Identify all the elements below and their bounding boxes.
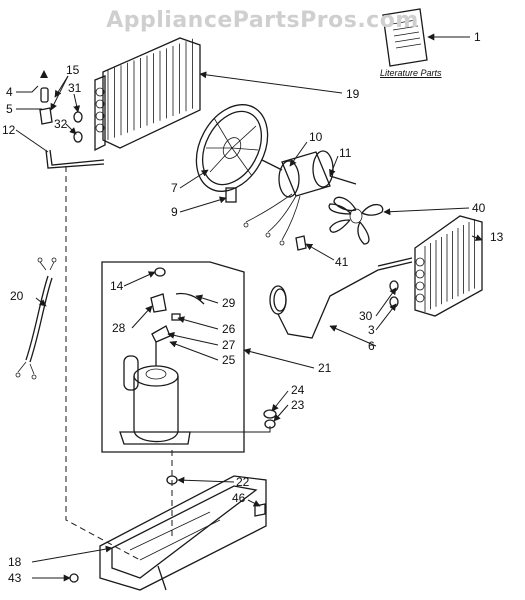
callout-6: 6 <box>368 339 375 353</box>
condenser-fan-blade <box>295 196 384 251</box>
callout-3: 3 <box>368 323 375 337</box>
callout-7: 7 <box>171 181 178 195</box>
condenser-coil <box>377 215 483 317</box>
small-fittings-left <box>39 70 105 169</box>
callout-29: 29 <box>222 296 236 310</box>
callout-32: 32 <box>54 117 68 131</box>
callout-31: 31 <box>68 81 82 95</box>
callout-21: 21 <box>318 361 332 375</box>
callout-19: 19 <box>346 87 360 101</box>
callout-43: 43 <box>8 571 22 585</box>
callout-23: 23 <box>291 398 305 412</box>
fan-motor <box>243 150 357 246</box>
callout-40: 40 <box>472 201 486 215</box>
callout-12: 12 <box>2 123 16 137</box>
callout-15: 15 <box>66 63 80 77</box>
leader-lines <box>15 33 483 582</box>
mounting-bolts <box>166 409 277 485</box>
callout-18: 18 <box>8 555 22 569</box>
callout-20: 20 <box>10 289 24 303</box>
screw <box>69 573 79 583</box>
literature-booklet <box>382 8 428 67</box>
callout-14: 14 <box>110 279 124 293</box>
callout-13: 13 <box>490 230 504 244</box>
base-pan <box>99 475 267 591</box>
callout-24: 24 <box>291 383 305 397</box>
callout-5: 5 <box>6 102 13 116</box>
callout-1: 1 <box>474 30 481 44</box>
callout-46: 46 <box>232 491 246 505</box>
watermark: AppliancePartsPros.com <box>106 8 419 33</box>
callout-22: 22 <box>236 475 250 489</box>
compressor-assembly-outline <box>101 261 245 453</box>
callout-4: 4 <box>6 85 13 99</box>
wire-harness <box>15 257 57 380</box>
callout-25: 25 <box>222 353 236 367</box>
callout-28: 28 <box>112 321 126 335</box>
capillary-tube-coil <box>269 269 379 339</box>
callout-41: 41 <box>335 255 349 269</box>
callout-11: 11 <box>339 146 352 160</box>
callout-27: 27 <box>222 338 236 352</box>
blower-wheel <box>195 104 269 203</box>
callout-26: 26 <box>222 322 236 336</box>
compressor <box>119 267 205 445</box>
literature-parts-label: Literature Parts <box>380 68 442 78</box>
callout-10: 10 <box>309 130 323 144</box>
callout-9: 9 <box>171 205 178 219</box>
evaporator-coil <box>94 37 201 152</box>
callout-30: 30 <box>359 309 373 323</box>
